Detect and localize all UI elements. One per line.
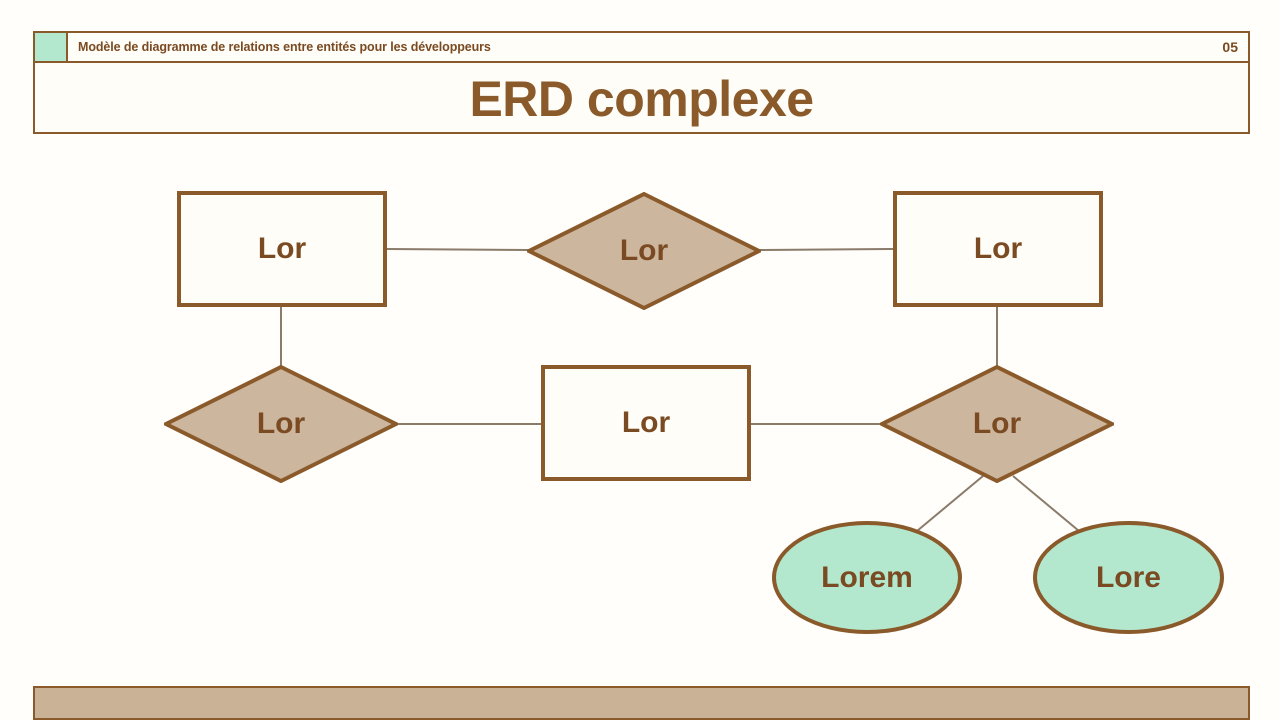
connector-relation-3-to-attribute-2 bbox=[1012, 475, 1080, 532]
diamond-shape bbox=[164, 365, 398, 483]
erd-entity-entity-2[interactable]: Lor bbox=[893, 191, 1103, 307]
footer-bar bbox=[33, 686, 1250, 720]
erd-entity-entity-3[interactable]: Lor bbox=[541, 365, 751, 481]
erd-relationship-relation-1[interactable]: Lor bbox=[527, 192, 761, 310]
node-label: Lor bbox=[257, 232, 307, 265]
node-label: Lorem bbox=[821, 560, 913, 594]
connector-entity-1-to-relation-1 bbox=[386, 248, 530, 251]
header-accent-swatch bbox=[35, 33, 68, 61]
erd-relationship-relation-2[interactable]: Lor bbox=[164, 365, 398, 483]
node-label: Lor bbox=[621, 406, 671, 439]
node-label: Lore bbox=[1095, 560, 1161, 594]
header-bar: Modèle de diagramme de relations entre e… bbox=[33, 31, 1250, 63]
erd-entity-entity-1[interactable]: Lor bbox=[177, 191, 387, 307]
page-title: ERD complexe bbox=[469, 70, 814, 127]
erd-attribute-attribute-2[interactable]: Lore bbox=[1033, 521, 1224, 634]
erd-attribute-attribute-1[interactable]: Lorem bbox=[772, 521, 962, 634]
connector-relation-3-to-attribute-1 bbox=[916, 475, 984, 532]
diamond-shape bbox=[527, 192, 761, 310]
header-title: Modèle de diagramme de relations entre e… bbox=[78, 40, 491, 54]
erd-relationship-relation-3[interactable]: Lor bbox=[880, 365, 1114, 483]
node-label: Lor bbox=[973, 232, 1023, 265]
page-number: 05 bbox=[1222, 39, 1238, 55]
connector-relation-1-to-entity-2 bbox=[758, 248, 894, 251]
diamond-shape bbox=[880, 365, 1114, 483]
